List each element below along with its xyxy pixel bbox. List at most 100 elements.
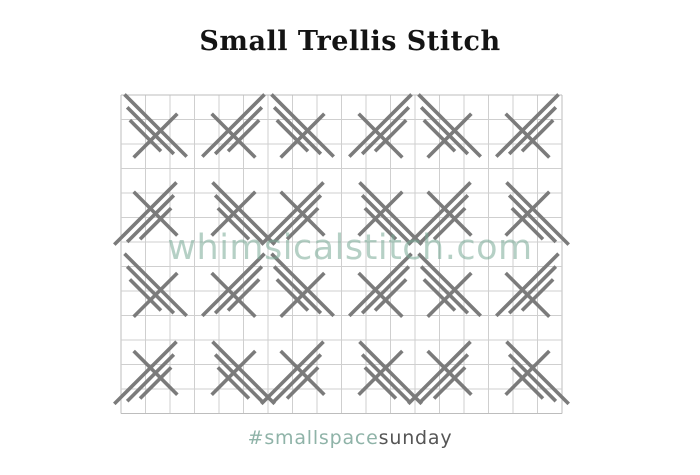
watermark-text: whimsicalstitch.com xyxy=(167,228,533,268)
stitch-line xyxy=(360,194,411,244)
stitch-line xyxy=(360,265,411,315)
stitch-line xyxy=(419,194,470,244)
stitch-line xyxy=(272,265,323,315)
stitch-line xyxy=(422,118,457,153)
stitch-line xyxy=(360,353,411,403)
stitch-line xyxy=(432,366,467,400)
stitch-line xyxy=(275,118,310,153)
stitch-line xyxy=(495,252,560,318)
stitch-line xyxy=(504,112,551,159)
stitch-line xyxy=(213,265,264,315)
stitch-line xyxy=(432,206,467,241)
stitch-line xyxy=(216,366,251,400)
stitch-line xyxy=(128,278,163,312)
stitch-line xyxy=(279,112,326,159)
stitch-line xyxy=(226,278,261,312)
stitch-line xyxy=(128,118,163,153)
stitch-line xyxy=(270,93,335,158)
stitch-line xyxy=(426,349,473,396)
page-title: Small Trellis Stitch xyxy=(199,26,501,57)
stitch-line xyxy=(201,93,266,158)
stitch-line xyxy=(373,118,408,153)
stitch-line xyxy=(125,265,176,315)
hashtag-caption: #smallspacesunday xyxy=(0,427,700,449)
stitch-line xyxy=(125,353,176,403)
stitch-line xyxy=(422,278,457,312)
stitch-line xyxy=(210,190,257,237)
stitch-line xyxy=(419,106,470,156)
stitch-line xyxy=(213,194,264,244)
stitch-lines xyxy=(113,93,570,406)
stitch-line xyxy=(426,190,473,237)
stitch-line xyxy=(279,271,326,318)
stitch-line xyxy=(211,340,276,406)
stitch-line xyxy=(510,366,545,400)
stitch-line xyxy=(123,252,188,318)
stitch-line xyxy=(417,252,482,318)
stitch-line xyxy=(357,190,404,237)
stitch-line xyxy=(363,206,398,241)
stitch-line xyxy=(113,340,178,406)
stitch-line xyxy=(357,112,404,159)
stitch-line xyxy=(113,181,178,246)
stitch-line xyxy=(125,106,176,156)
stitch-line xyxy=(226,118,261,153)
stitch-line xyxy=(125,194,176,244)
stitch-line xyxy=(260,181,325,246)
stitch-line xyxy=(210,112,257,159)
stitch-line xyxy=(348,252,413,318)
stitch-line xyxy=(132,271,179,318)
stitch-line xyxy=(210,349,257,396)
stitch-line xyxy=(507,194,558,244)
hashtag-suffix: sunday xyxy=(378,427,453,449)
stitch-line xyxy=(357,349,404,396)
stitch-line xyxy=(426,271,473,318)
stitch-line xyxy=(213,353,264,403)
stitch-line xyxy=(211,181,276,246)
stitch-line xyxy=(358,181,423,246)
stitch-line xyxy=(123,93,188,158)
stitch-line xyxy=(279,349,326,396)
stitch-line xyxy=(285,206,320,241)
stitch-line xyxy=(260,340,325,406)
stitch-line xyxy=(520,278,555,312)
stitch-line xyxy=(407,181,472,246)
stitch-line xyxy=(504,271,551,318)
stitch-line xyxy=(495,93,560,158)
stitch-line xyxy=(426,112,473,159)
stitch-line xyxy=(138,366,173,400)
stitch-line xyxy=(357,271,404,318)
stitch-line xyxy=(348,93,413,158)
stitch-line xyxy=(510,206,545,241)
stitch-line xyxy=(279,190,326,237)
stitch-line xyxy=(210,271,257,318)
stitch-line xyxy=(201,252,266,318)
stitch-line xyxy=(132,112,179,159)
stitch-line xyxy=(504,349,551,396)
stitch-line xyxy=(213,106,264,156)
stitch-line xyxy=(285,366,320,400)
stitch-line xyxy=(270,252,335,318)
stitch-line xyxy=(520,118,555,153)
stitch-line xyxy=(138,206,173,241)
stitch-line xyxy=(373,278,408,312)
stitch-line xyxy=(272,194,323,244)
stitch-line xyxy=(505,340,570,406)
stitch-line xyxy=(504,190,551,237)
stitch-line xyxy=(407,340,472,406)
stitch-line xyxy=(417,93,482,158)
stitch-line xyxy=(358,340,423,406)
stitch-line xyxy=(363,366,398,400)
stitch-line xyxy=(272,106,323,156)
stitch-line xyxy=(507,265,558,315)
stitch-line xyxy=(216,206,251,241)
stitch-line xyxy=(275,278,310,312)
stitch-line xyxy=(360,106,411,156)
stitch-line xyxy=(507,106,558,156)
stitch-line xyxy=(419,265,470,315)
stitch-line xyxy=(132,349,179,396)
stitch-line xyxy=(507,353,558,403)
stitch-line xyxy=(505,181,570,246)
hashtag-prefix: #smallspace xyxy=(247,427,379,449)
